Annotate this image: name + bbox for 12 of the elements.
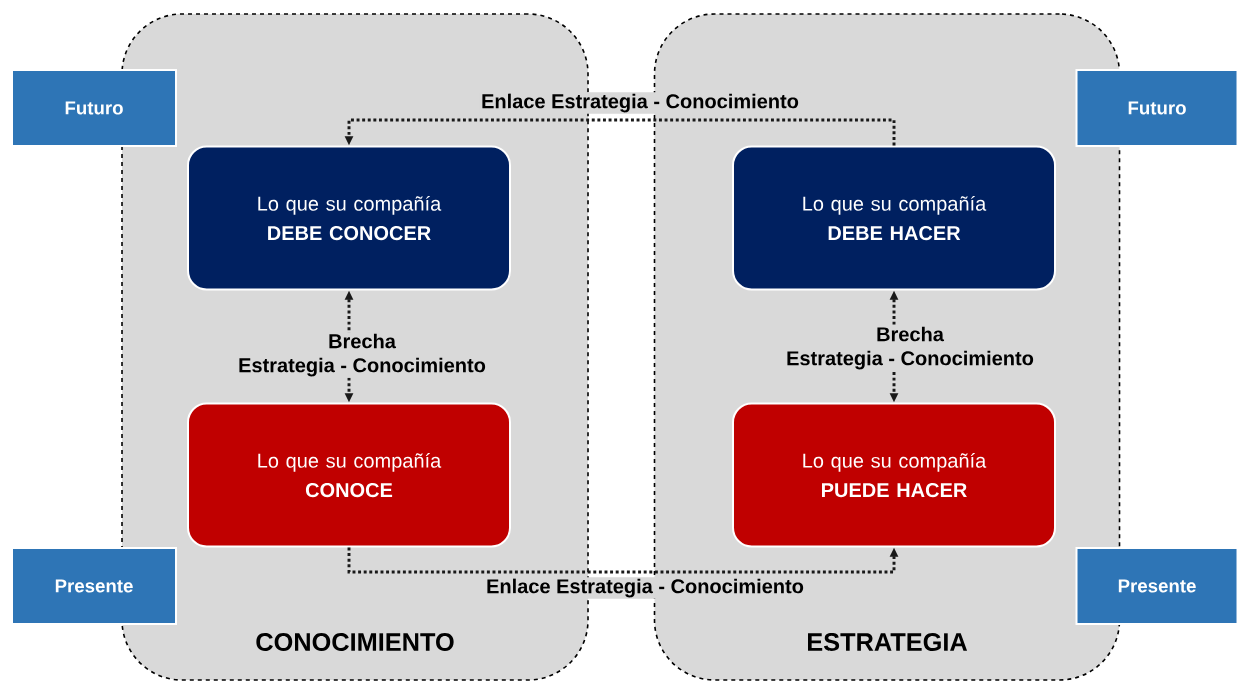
tab-label: Presente bbox=[1075, 547, 1238, 625]
tab-label: Futuro bbox=[11, 69, 177, 147]
edge-label: Enlace Estrategia - Conocimiento bbox=[484, 577, 806, 599]
edge-label: Brecha Estrategia - Conocimiento bbox=[227, 332, 497, 378]
rounded-box: Lo que su compañía PUEDE HACER bbox=[732, 402, 1056, 548]
edge-label: Brecha Estrategia - Conocimiento bbox=[775, 325, 1045, 371]
tab-label: Futuro bbox=[1075, 69, 1238, 147]
rounded-box: Lo que su compañía DEBE HACER bbox=[732, 145, 1056, 291]
rounded-box: Lo que su compañía DEBE CONOCER bbox=[187, 145, 511, 291]
tab-label: Presente bbox=[11, 547, 177, 625]
rounded-box: Lo que su compañía CONOCE bbox=[187, 402, 511, 548]
edge-label: Enlace Estrategia - Conocimiento bbox=[479, 92, 801, 114]
